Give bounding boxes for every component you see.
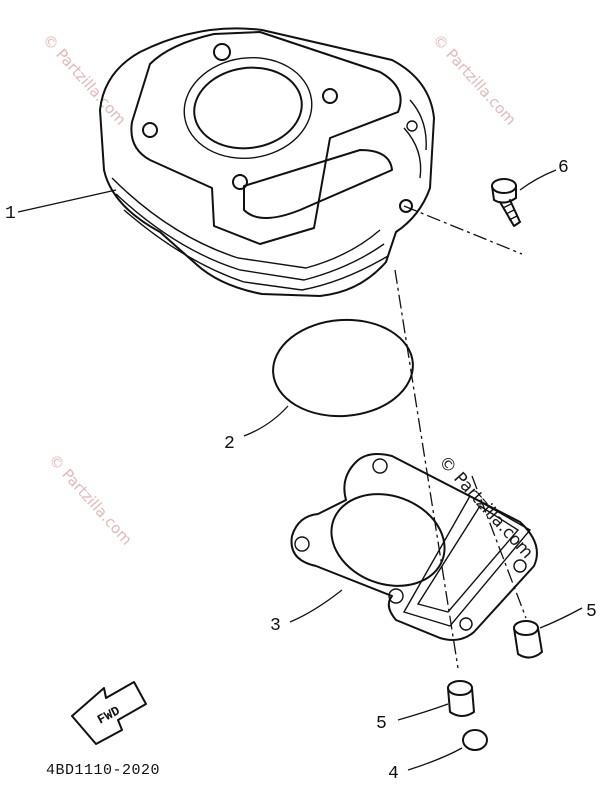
axis-dowel-left: [394, 269, 459, 669]
bolt-head-side: [491, 185, 517, 204]
gasket-hole-5: [513, 559, 527, 573]
bore-ring: [183, 56, 313, 160]
callout-labels: 1 2 3 4 5 5 6: [5, 158, 597, 784]
base-gasket: [290, 453, 538, 641]
callout-1: 1: [5, 204, 16, 224]
washer: [462, 729, 488, 751]
leader-5-left: [397, 703, 449, 721]
cylinder-block: [99, 27, 435, 297]
dowel-left-body: [447, 687, 475, 717]
leader-2: [243, 405, 289, 437]
leader-1: [17, 189, 117, 213]
gasket-outline: [290, 453, 538, 641]
stud-hole-3: [142, 122, 158, 138]
fin-1: [111, 177, 381, 269]
gasket-hole-2: [294, 536, 310, 552]
dowel-pin-left: [447, 680, 475, 717]
dowel-right-top: [513, 620, 539, 636]
axis-bolt: [403, 205, 523, 255]
top-deck: [130, 31, 402, 245]
chain-tunnel: [243, 149, 393, 219]
leader-5-right: [539, 607, 583, 629]
fwd-direction-arrow: FWD: [71, 681, 147, 745]
dowel-left-top: [447, 680, 473, 696]
callout-2: 2: [224, 434, 235, 454]
stud-hole-2: [322, 88, 338, 104]
bolt-head-top: [491, 178, 517, 194]
leader-3: [289, 589, 343, 623]
callout-6: 6: [558, 158, 569, 178]
part-code: 4BD1110-2020: [46, 762, 160, 779]
watermark-bottom-right: © Partzilla.com: [434, 452, 537, 563]
cylinder-bore: [193, 66, 303, 150]
leader-lines: [17, 169, 583, 771]
assembly-axis-lines: [394, 205, 527, 669]
fin-right-1: [409, 99, 427, 151]
callout-3: 3: [270, 616, 281, 636]
dowel-pin-right: [513, 620, 543, 659]
leader-6: [519, 169, 557, 191]
watermark-top-right: © Partzilla.com: [429, 31, 520, 129]
callout-5-right: 5: [586, 602, 597, 622]
stud-hole-4: [232, 174, 248, 190]
leader-4: [407, 747, 463, 771]
bolt: [491, 178, 521, 227]
fwd-arrow-outline: [71, 681, 147, 745]
gasket-chain-slot: [402, 495, 532, 627]
stud-hole-1: [213, 43, 231, 61]
gasket-bore: [330, 493, 446, 587]
axis-dowel-right: [471, 475, 527, 619]
fin-3: [123, 209, 389, 291]
watermark-top-left: © Partzilla.com: [39, 31, 130, 129]
watermark-bottom-left: © Partzilla.com: [45, 451, 136, 549]
gasket-hole-3: [388, 588, 404, 604]
bolt-thread: [502, 203, 518, 221]
callout-5-left: 5: [376, 714, 387, 734]
fin-2: [115, 193, 385, 281]
stud-hole-5: [406, 120, 418, 132]
watermark-group: © Partzilla.com © Partzilla.com © Partzi…: [39, 31, 537, 563]
gasket-hole-1: [372, 458, 388, 474]
fin-right-2: [403, 127, 422, 179]
oil-passage-hole: [399, 199, 413, 213]
gasket-chain-slot-inner: [416, 505, 520, 613]
gasket-hole-4: [459, 617, 473, 631]
callout-4: 4: [388, 764, 399, 784]
dowel-right-body: [513, 627, 543, 659]
o-ring: [272, 318, 414, 418]
cylinder-outline: [99, 27, 435, 297]
